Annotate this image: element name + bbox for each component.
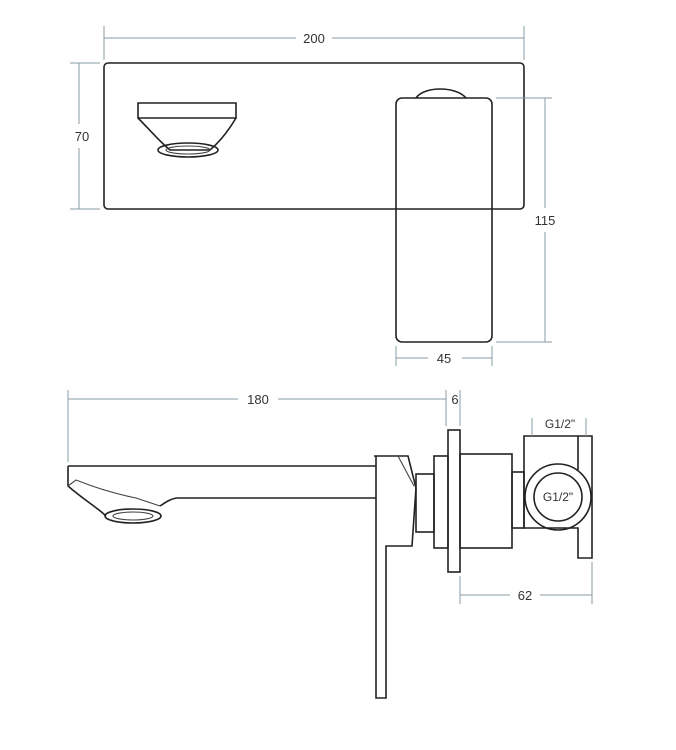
dimension-70: 70 <box>70 62 100 210</box>
thread-label-top: G1/2" <box>545 417 575 431</box>
dimension-62: 62 <box>459 562 593 604</box>
dimension-6: 6 <box>451 390 461 426</box>
dim-label-62: 62 <box>518 588 532 603</box>
dimension-115: 115 <box>496 97 556 343</box>
dim-label-6: 6 <box>451 392 458 407</box>
handle-side <box>374 455 417 699</box>
dimension-200: 200 <box>103 26 525 60</box>
dim-label-180: 180 <box>247 392 269 407</box>
inlet-block <box>523 435 593 559</box>
dimension-45: 45 <box>395 346 493 366</box>
front-view <box>103 62 525 343</box>
handle-lever <box>395 97 493 343</box>
side-view: G1/2" G1/2" <box>67 417 593 699</box>
neck-collar <box>433 455 449 549</box>
inlet-ring-inner <box>533 472 583 522</box>
handle-neck <box>415 473 435 533</box>
thread-label-side: G1/2" <box>543 490 573 504</box>
wall-plate <box>103 62 525 210</box>
dim-label-70: 70 <box>75 129 89 144</box>
dim-label-45: 45 <box>437 351 451 366</box>
dimension-180: 180 <box>67 390 447 462</box>
spout-aerator <box>104 508 162 524</box>
inlet-ring-outer <box>524 463 592 531</box>
body-connector <box>511 471 525 529</box>
wall-flange <box>447 429 461 573</box>
valve-body <box>459 453 513 549</box>
handle-cap <box>415 88 467 99</box>
dim-label-200: 200 <box>303 31 325 46</box>
spout-tip <box>67 466 107 517</box>
spout-arm-bottom <box>159 497 376 507</box>
dim-label-115: 115 <box>535 213 556 228</box>
spout-outlet-front <box>137 102 237 158</box>
